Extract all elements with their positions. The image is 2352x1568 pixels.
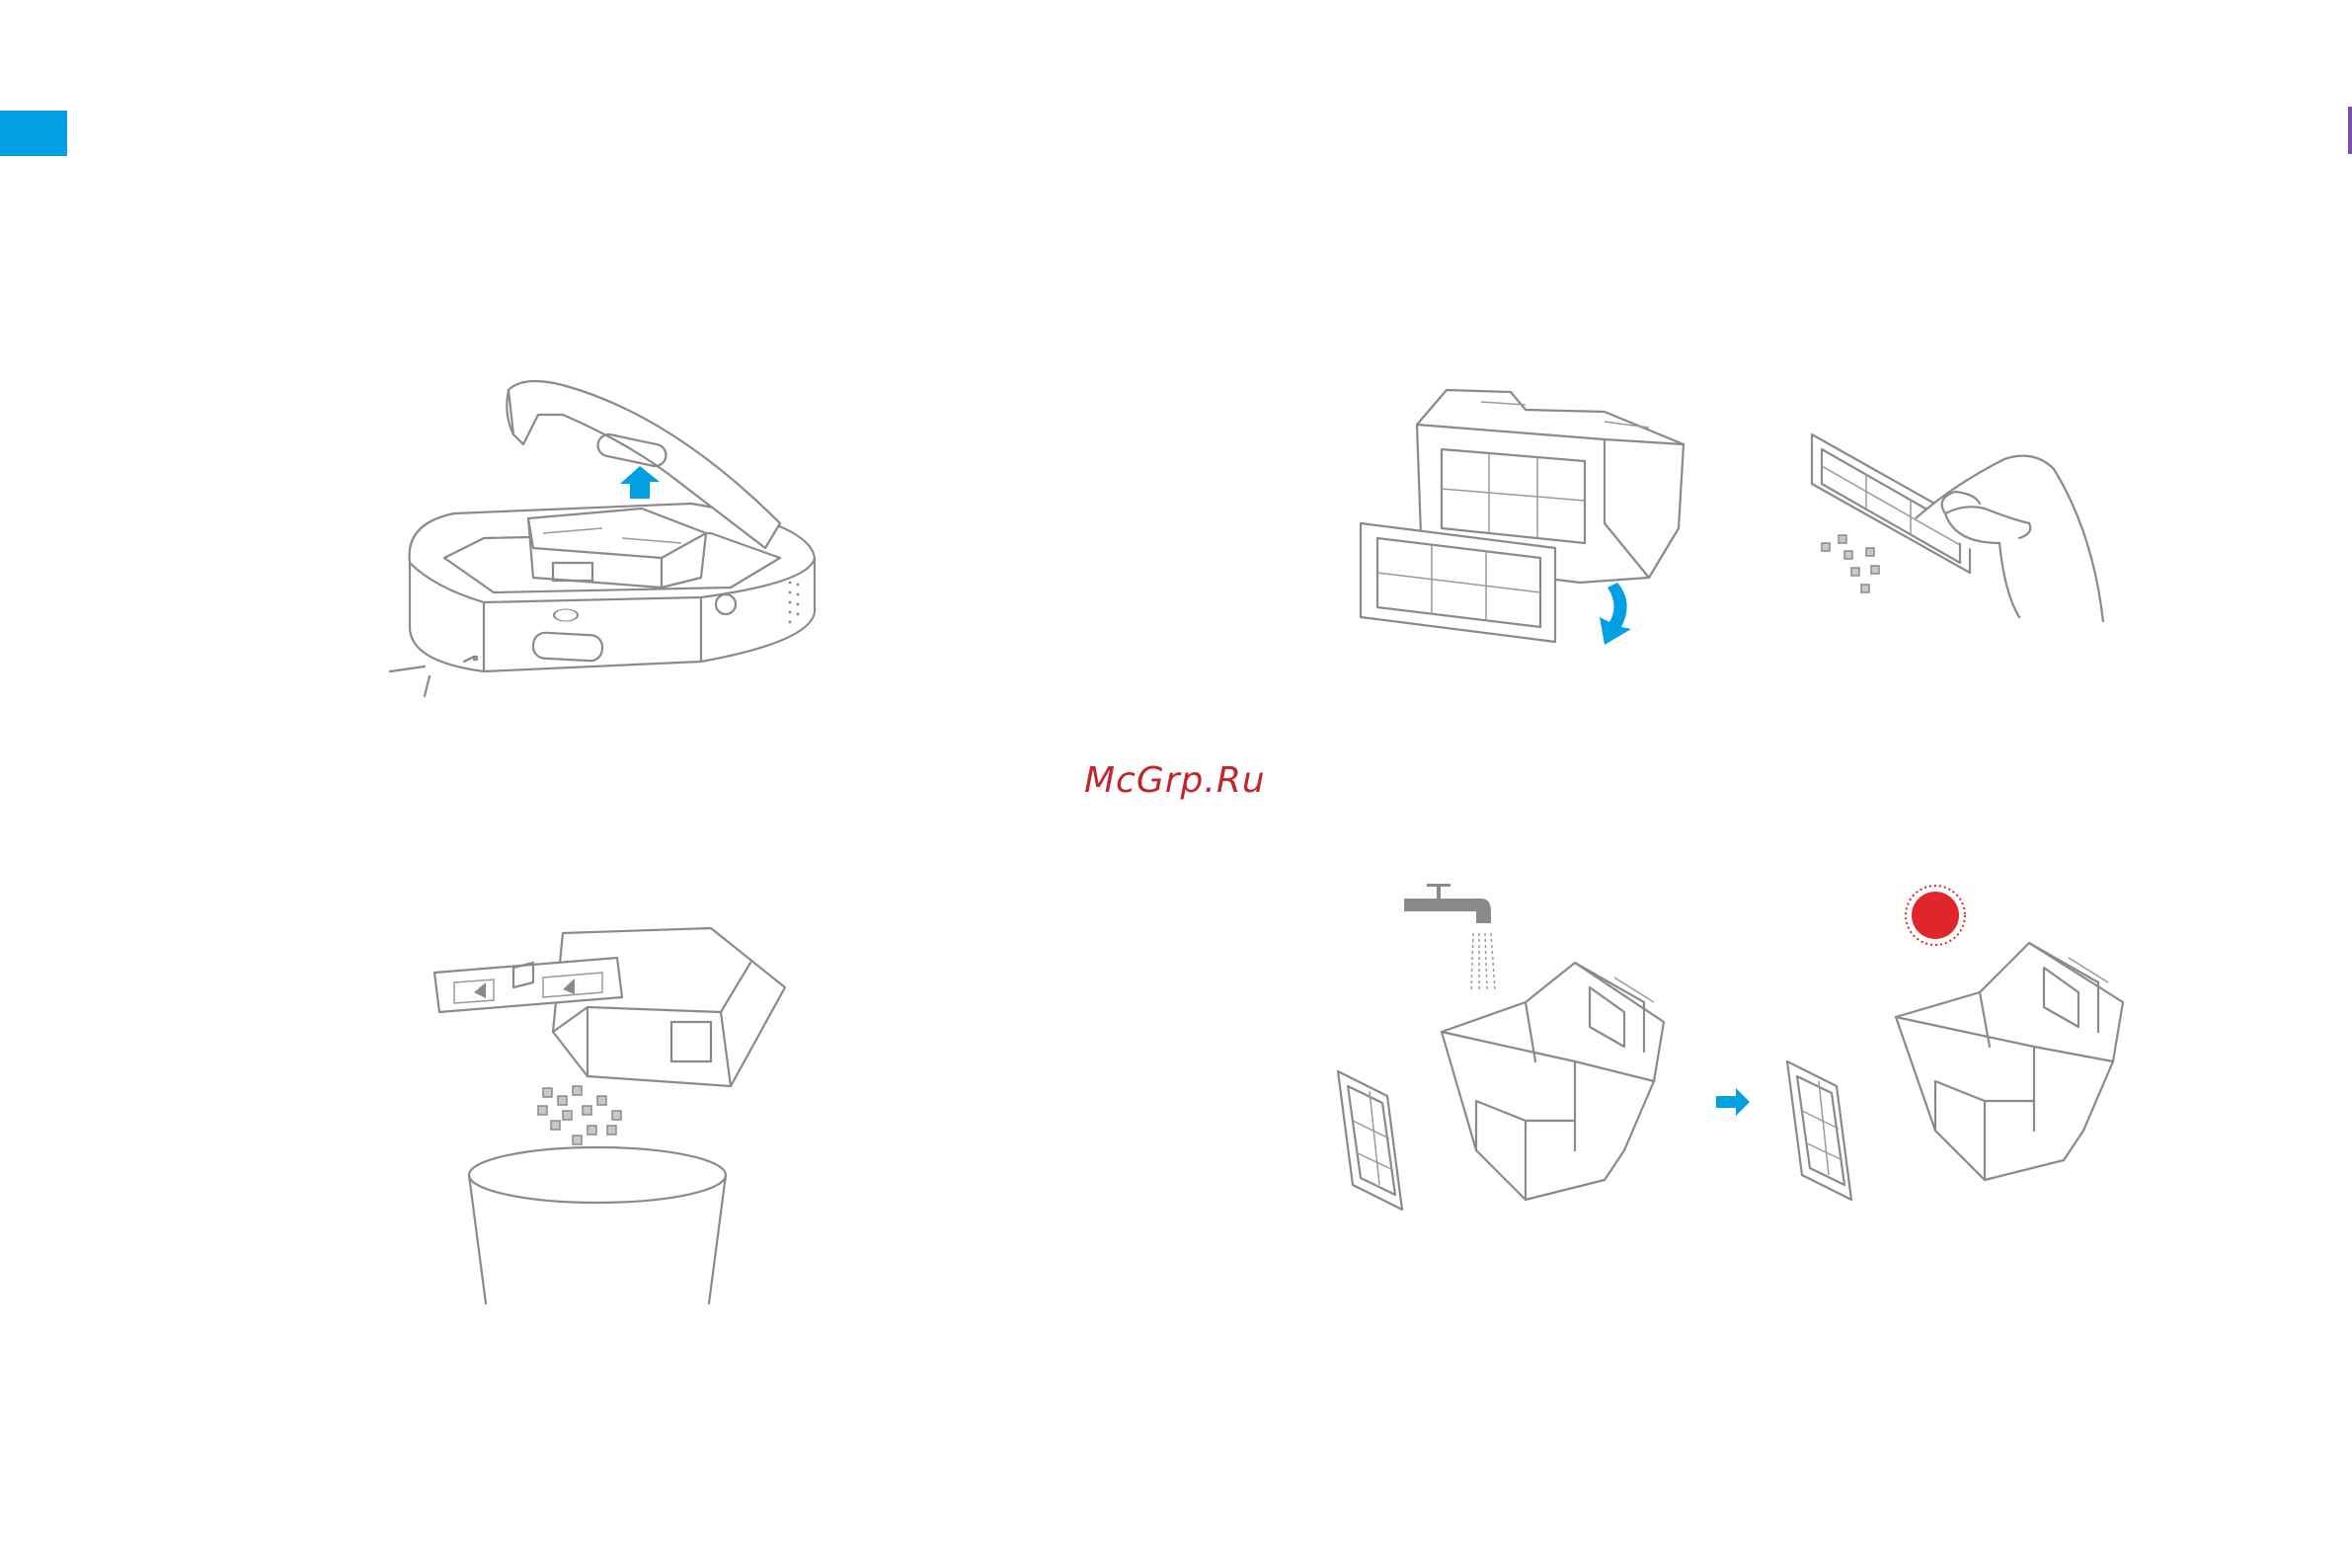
page-edge-tab-left [0,111,67,156]
page-edge-tab-right [2348,107,2352,154]
empty-dustbin-into-trash-illustration [425,913,800,1308]
robot-dustbin-removal-illustration [375,375,829,770]
remove-filter-from-dustbin-illustration [1353,380,1688,657]
dry-in-sun-illustration [1777,884,2133,1239]
next-step-arrow-icon [1716,1088,1752,1116]
rinse-dustbin-with-water-illustration [1328,884,1684,1239]
tap-filter-clean-illustration [1807,425,2133,632]
sun-icon [1906,886,1965,945]
watermark-text: McGrp.Ru [1084,760,1282,801]
